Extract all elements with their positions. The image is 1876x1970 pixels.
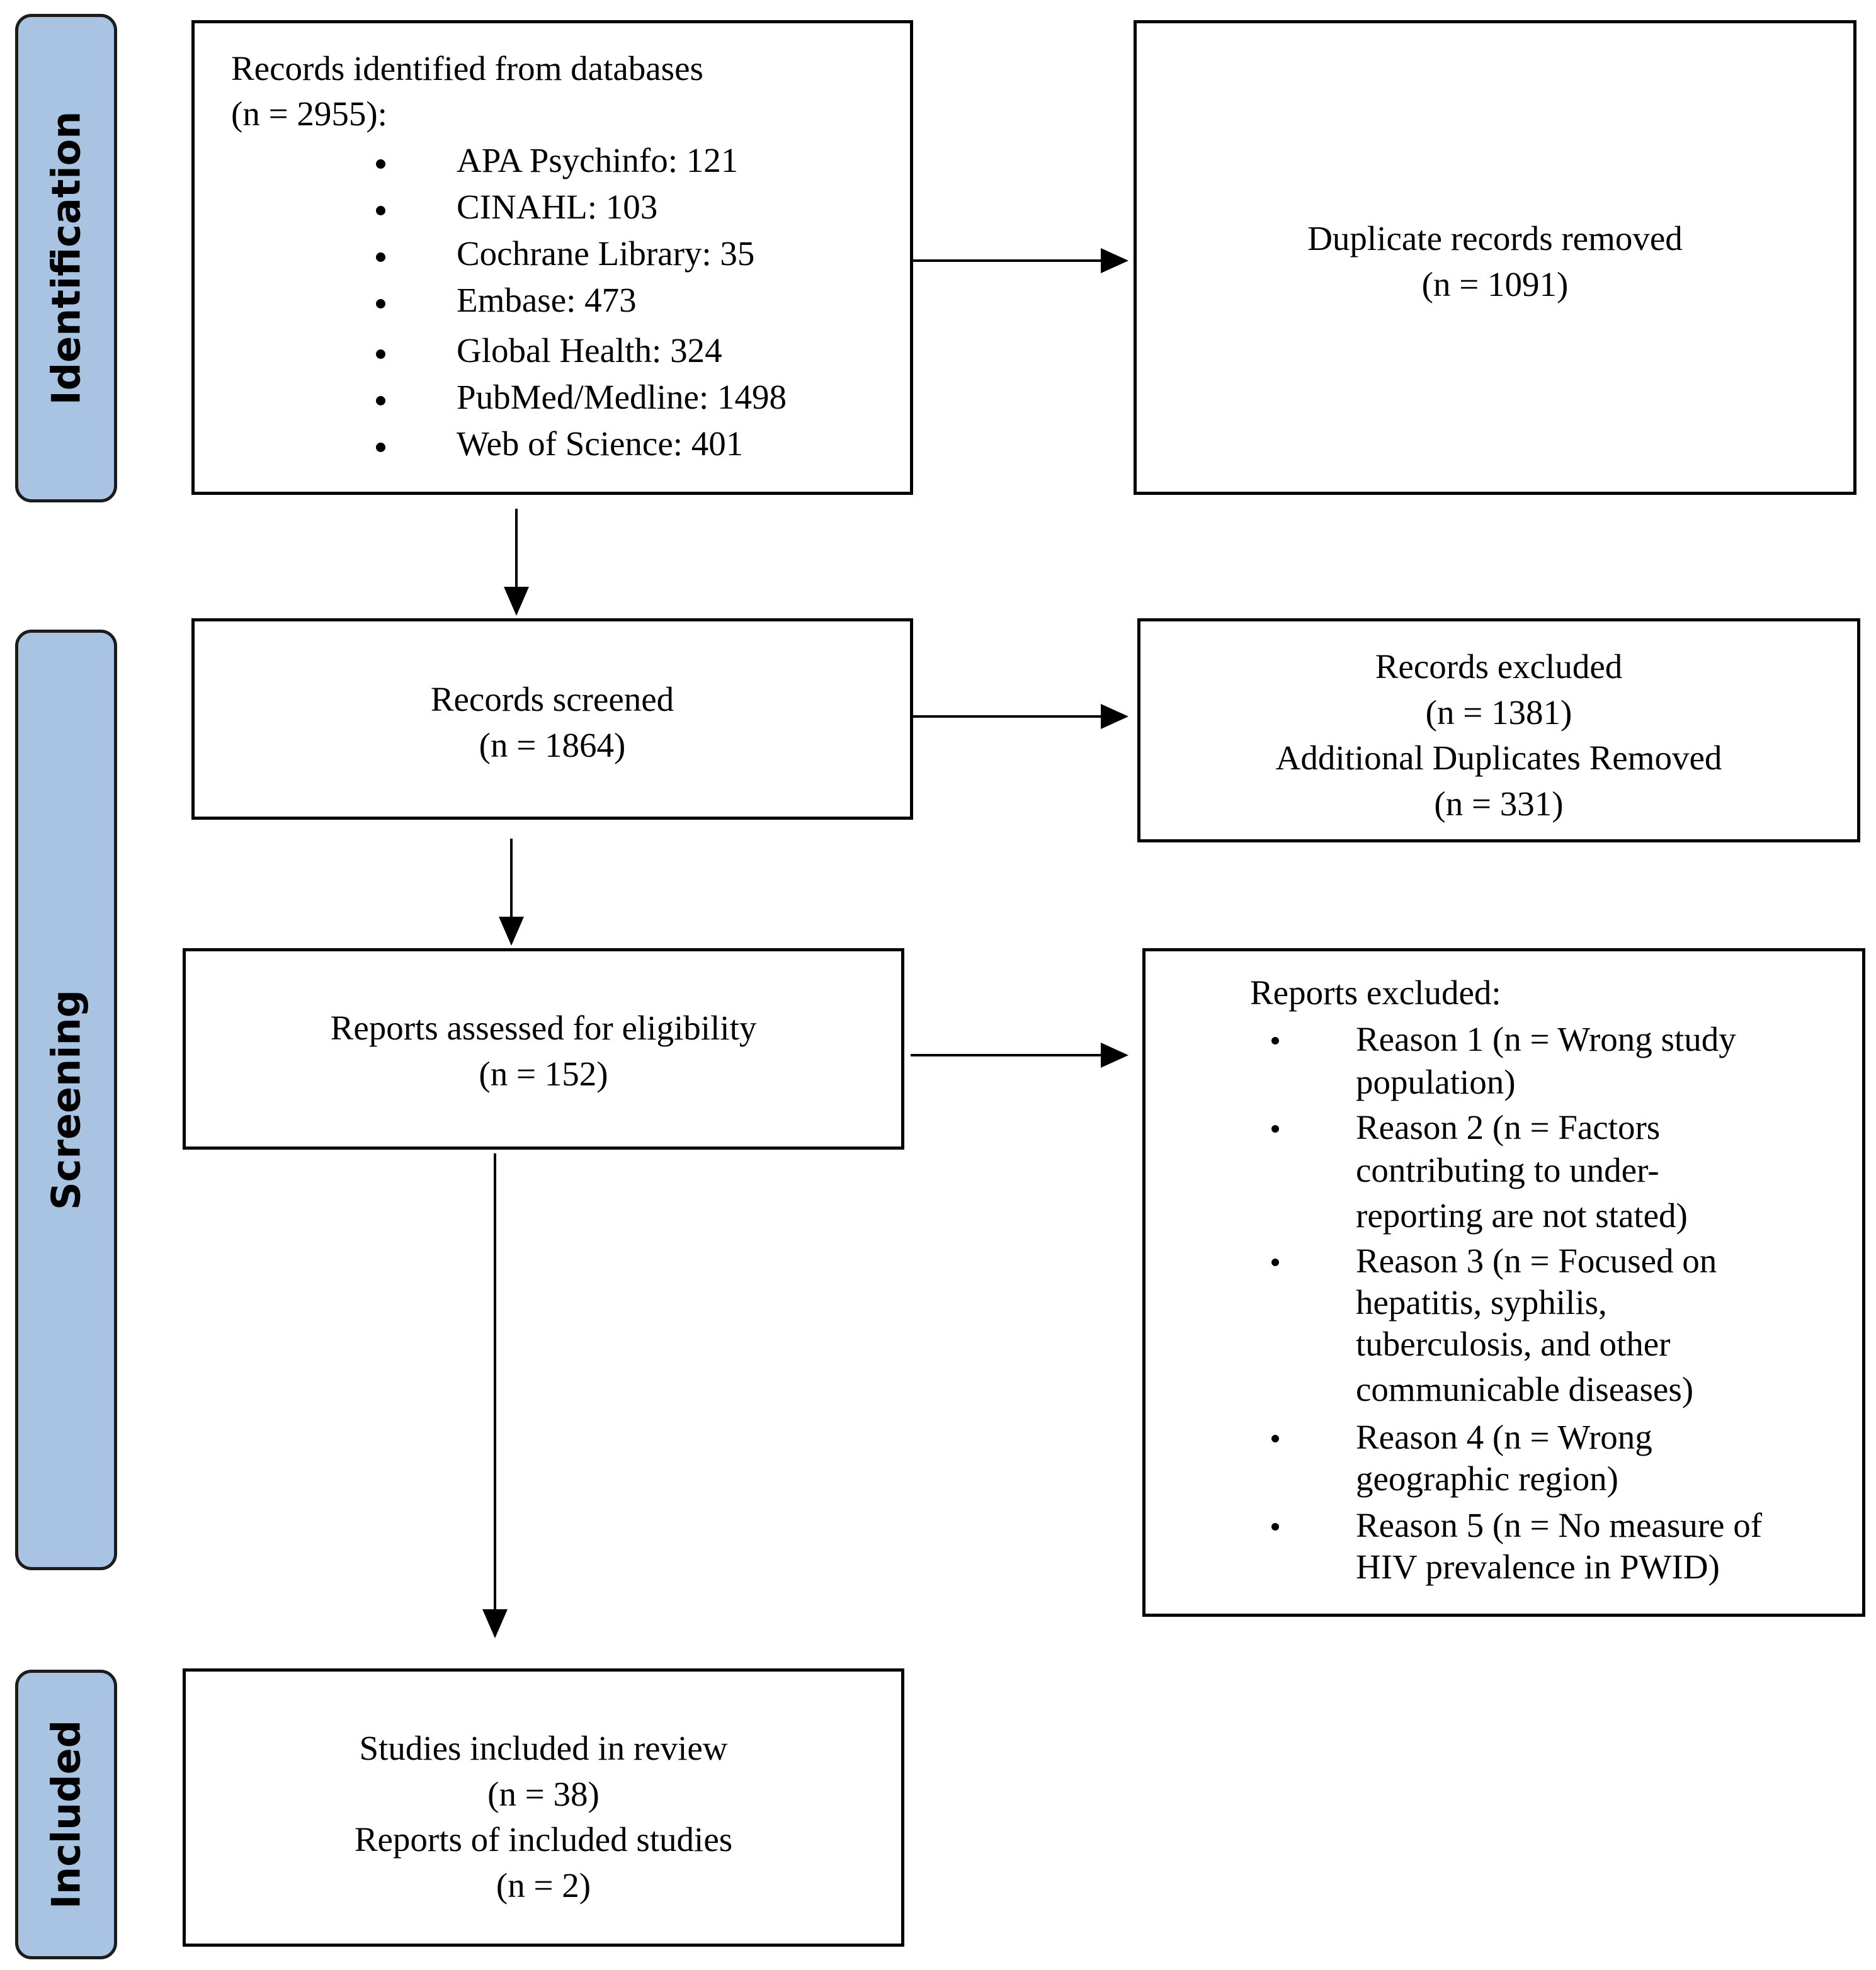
records-screened-count: (n = 1864) — [479, 725, 626, 764]
phase-screening-label: Screening — [43, 990, 89, 1210]
additional-duplicates-title: Additional Duplicates Removed — [1275, 739, 1722, 778]
studies-included-title: Studies included in review — [359, 1729, 728, 1767]
exclusion-reason-line: communicable diseases) — [1356, 1370, 1694, 1408]
reports-included-title: Reports of included studies — [354, 1820, 733, 1859]
database-source-label: Global Health: 324 — [457, 331, 722, 370]
exclusion-reason-line: Reason 4 (n = Wrong — [1356, 1418, 1652, 1456]
bullet-icon — [1271, 1125, 1279, 1133]
studies-included-box: Studies included in review (n = 38) Repo… — [183, 1668, 904, 1947]
bullet-icon — [376, 443, 385, 452]
database-source-label: CINAHL: 103 — [457, 188, 658, 226]
eligibility-title: Reports assessed for eligibility — [330, 1009, 757, 1047]
records-screened-box: Records screened (n = 1864) — [191, 618, 913, 820]
phase-included-label: Included — [43, 1719, 89, 1910]
additional-duplicates-count: (n = 331) — [1434, 784, 1564, 823]
arrowhead-icon — [1101, 248, 1128, 273]
reports-excluded-box: Reports excluded: Reason 1 (n = Wrong st… — [1142, 948, 1865, 1617]
reports-included-count: (n = 2) — [496, 1865, 591, 1905]
exclusion-reason-line: HIV prevalence in PWID) — [1356, 1548, 1720, 1586]
database-source-label: APA Psychinfo: 121 — [457, 141, 739, 179]
arrowhead-icon — [504, 587, 529, 616]
bullet-icon — [376, 252, 385, 262]
duplicates-removed-box: Duplicate records removed (n = 1091) — [1134, 20, 1856, 495]
database-source-list: APA Psychinfo: 121 CINAHL: 103 Cochrane … — [195, 23, 910, 492]
exclusion-reason-line: Reason 1 (n = Wrong study — [1356, 1020, 1736, 1058]
bullet-icon — [376, 349, 385, 359]
bullet-icon — [1271, 1037, 1279, 1044]
bullet-icon — [1271, 1259, 1279, 1266]
exclusion-reason-line: reporting are not stated) — [1356, 1196, 1688, 1235]
exclusion-reason-line: Reason 3 (n = Focused on — [1356, 1242, 1717, 1280]
studies-included-count: (n = 38) — [487, 1774, 600, 1813]
arrowhead-icon — [1101, 704, 1128, 729]
phase-included: Included — [15, 1670, 117, 1959]
bullet-icon — [1271, 1435, 1279, 1442]
records-excluded-title: Records excluded — [1375, 647, 1623, 686]
records-screened-title: Records screened — [430, 680, 674, 718]
database-source-label: Cochrane Library: 35 — [457, 234, 755, 273]
exclusion-reason-line: contributing to under- — [1356, 1151, 1659, 1189]
database-source-label: PubMed/Medline: 1498 — [457, 378, 787, 416]
duplicates-removed-title: Duplicate records removed — [1307, 219, 1683, 258]
exclusion-reason-line: Reason 5 (n = No measure of — [1356, 1506, 1763, 1544]
arrowhead-icon — [499, 917, 524, 946]
duplicates-removed-count: (n = 1091) — [1421, 264, 1569, 303]
eligibility-count: (n = 152) — [479, 1054, 608, 1093]
bullet-icon — [376, 159, 385, 169]
records-excluded-count: (n = 1381) — [1425, 693, 1572, 732]
records-identified-count: (n = 2955): — [231, 94, 387, 133]
phase-identification: Identification — [15, 14, 117, 502]
records-identified-title: Records identified from databases — [231, 49, 703, 88]
bullet-icon — [376, 206, 385, 215]
database-source-label: Web of Science: 401 — [457, 424, 744, 463]
phase-identification-label: Identification — [43, 111, 89, 405]
database-source-label: Embase: 473 — [457, 281, 637, 319]
exclusion-reason-line: population) — [1356, 1063, 1516, 1101]
records-excluded-box: Records excluded (n = 1381) Additional D… — [1137, 618, 1860, 842]
exclusion-reason-line: geographic region) — [1356, 1459, 1618, 1498]
bullet-icon — [1271, 1523, 1279, 1531]
exclusion-reason-line: hepatitis, syphilis, — [1356, 1283, 1607, 1322]
bullet-icon — [376, 299, 385, 309]
exclusion-reason-list: Reason 1 (n = Wrong study population) Re… — [1145, 951, 1862, 1614]
bullet-icon — [376, 396, 385, 405]
exclusion-reason-line: Reason 2 (n = Factors — [1356, 1108, 1661, 1146]
phase-screening: Screening — [15, 630, 117, 1570]
eligibility-box: Reports assessed for eligibility (n = 15… — [183, 948, 904, 1150]
reports-excluded-title: Reports excluded: — [1250, 973, 1501, 1012]
records-identified-box: Records identified from databases (n = 2… — [191, 20, 913, 495]
arrowhead-icon — [482, 1609, 508, 1638]
arrowhead-icon — [1101, 1043, 1128, 1068]
exclusion-reason-line: tuberculosis, and other — [1356, 1325, 1671, 1363]
